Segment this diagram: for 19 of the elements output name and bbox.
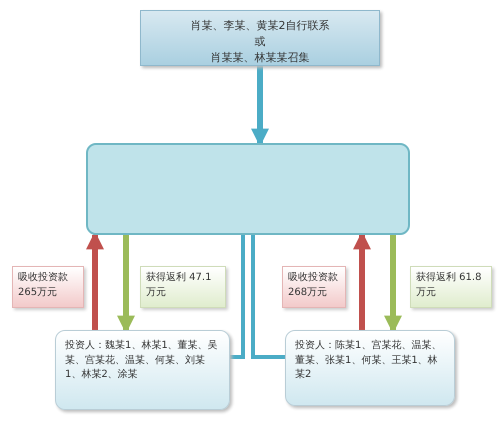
box-text: 肖某、李某、黄某2自行联系 bbox=[190, 18, 330, 34]
box-text: 或 bbox=[254, 34, 266, 50]
amount-box bbox=[282, 266, 346, 308]
box-text: 获得返利 47.1万元 bbox=[146, 271, 212, 300]
amount-box bbox=[140, 266, 226, 308]
connector-line bbox=[230, 235, 245, 359]
box-text: 吸收投资款265万元 bbox=[18, 271, 69, 300]
box-text: 投资人：魏某1、林某1、董某、吴某、宫某花、温某、何某、刘某1、林某2、涂某 bbox=[65, 339, 219, 382]
box-text: 获得返利 61.8万元 bbox=[416, 271, 482, 300]
source-box bbox=[140, 10, 380, 66]
connector-line bbox=[251, 235, 285, 359]
investor-box bbox=[55, 330, 230, 410]
investor-box bbox=[285, 330, 455, 406]
box-text: 吸收投资款268万元 bbox=[288, 271, 339, 300]
box-text: 投资人：陈某1、宫某花、温某、董某、张某1、何某、王某1、林某2 bbox=[295, 339, 442, 382]
box-text: 肖某某、林某某召集 bbox=[210, 50, 310, 66]
amount-box bbox=[410, 266, 492, 308]
scheme-box bbox=[86, 143, 410, 235]
amount-box bbox=[12, 266, 84, 308]
